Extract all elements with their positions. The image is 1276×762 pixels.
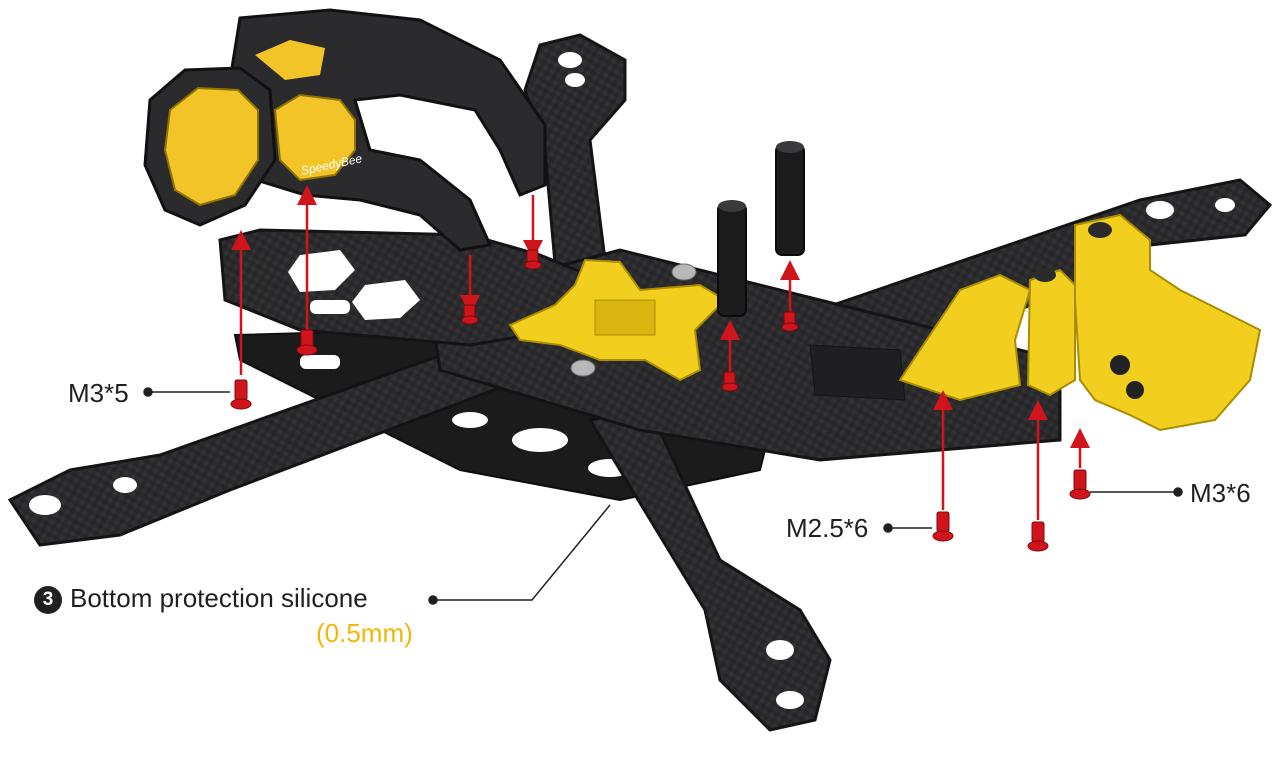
- screw-rear-2: [461, 304, 479, 325]
- rear-cage: SpeedyBee: [143, 8, 547, 252]
- screw-front-2: [1027, 521, 1049, 552]
- standoffs: [570, 141, 805, 377]
- screws: [230, 249, 1091, 552]
- screw-m2-5x6: [932, 511, 954, 542]
- screw-m3x5: [230, 379, 252, 410]
- m25x6-callout: M2.5*6: [786, 513, 869, 543]
- leader-lines: [143, 387, 1183, 605]
- top-plate: [218, 228, 603, 347]
- silicone-thickness: (0.5mm): [316, 618, 413, 648]
- screw-rear-3: [524, 249, 542, 270]
- screw-rear-1: [296, 329, 318, 356]
- m3x6-callout: M3*6: [1190, 478, 1251, 508]
- assembly-arrows: [231, 185, 1090, 520]
- step-number-badge: 3: [34, 586, 62, 614]
- yellow-stack-mount: [508, 258, 727, 382]
- screw-center-1: [721, 371, 739, 392]
- silicone-label: Bottom protection silicone: [70, 583, 368, 613]
- m3x5-callout: M3*5: [68, 378, 129, 408]
- silicone-callout: 3 Bottom protection silicone: [34, 585, 368, 614]
- screw-m3x6: [1069, 469, 1091, 500]
- yellow-front-mounts: [898, 213, 1262, 432]
- screw-center-2: [781, 311, 799, 332]
